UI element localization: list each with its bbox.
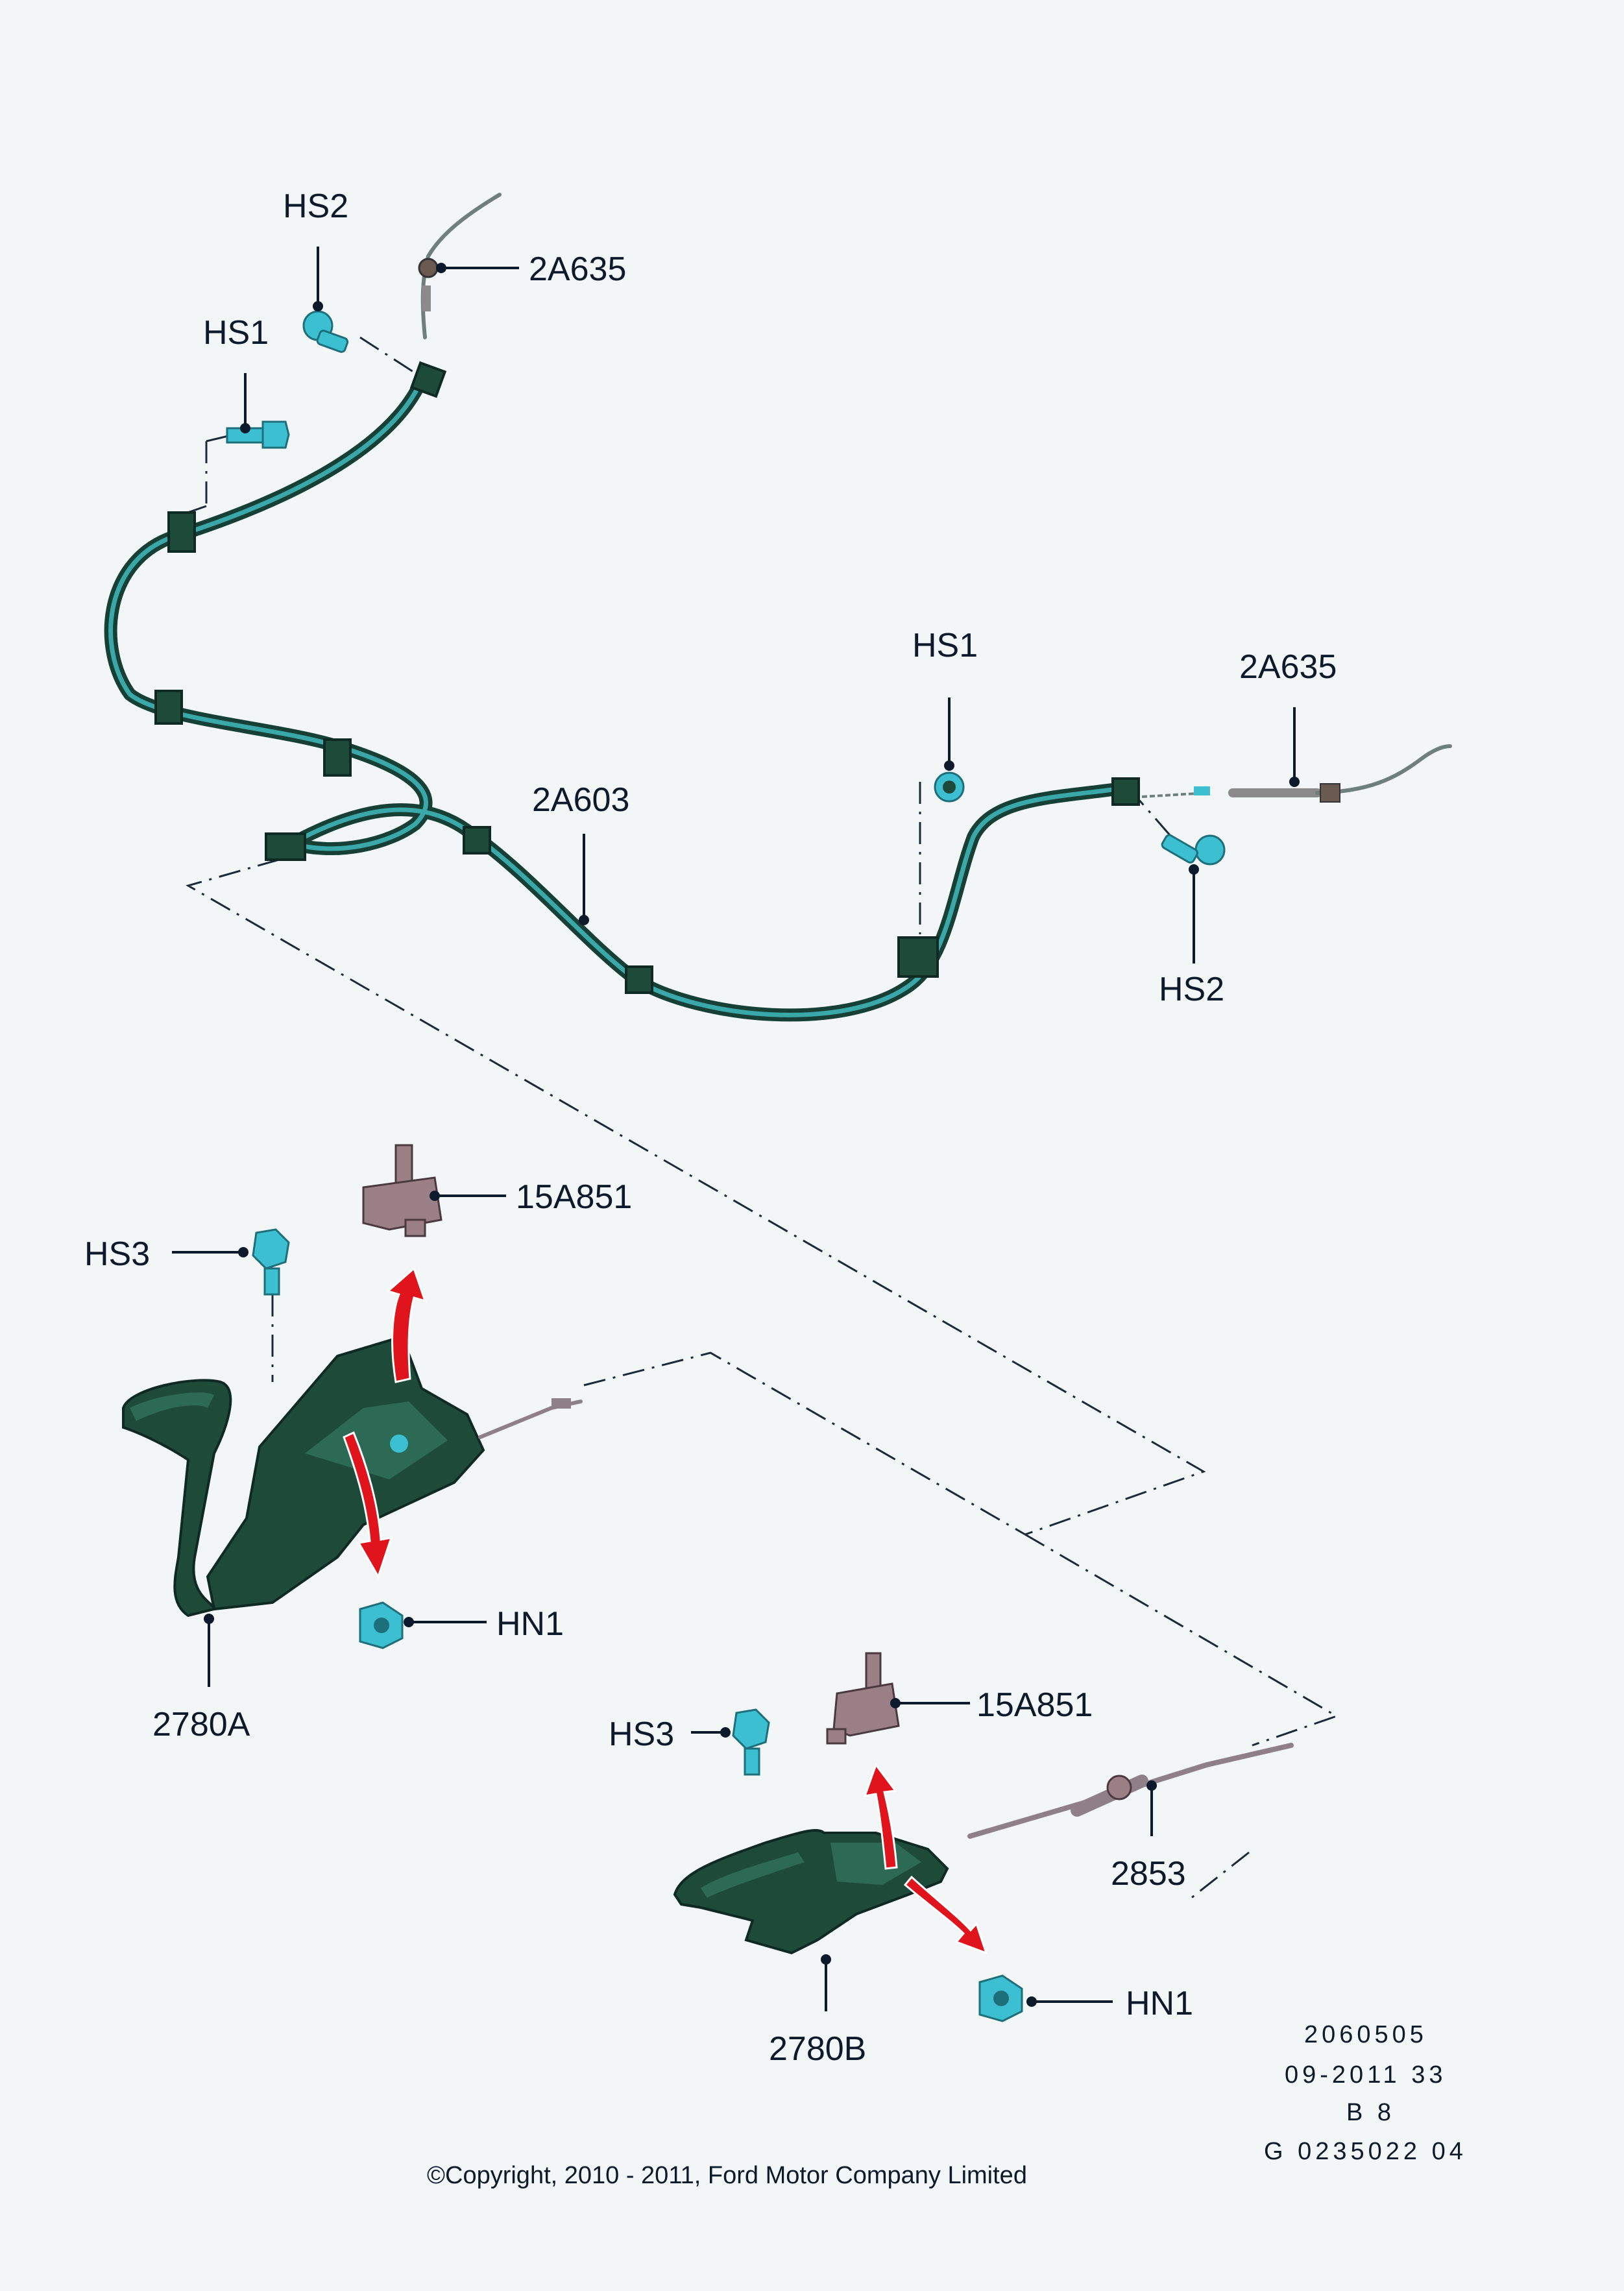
red-arrow-icon bbox=[385, 1267, 427, 1383]
reference-code-block: 2060505 09-2011 33 B 8 G 0235022 04 bbox=[1264, 2021, 1467, 2165]
label-15a851-a: 15A851 bbox=[516, 1178, 632, 1216]
hs3-b-bolt-icon bbox=[732, 1708, 770, 1776]
cable-2853 bbox=[967, 1743, 1294, 1839]
parking-brake-lever-2780b-icon bbox=[673, 1828, 949, 1955]
red-arrow-icon bbox=[343, 1431, 393, 1579]
hs1-top-bolt-icon bbox=[226, 420, 290, 449]
label-2a603: 2A603 bbox=[532, 781, 629, 819]
label-2780b: 2780B bbox=[769, 2030, 866, 2068]
red-arrow-icon bbox=[903, 1875, 988, 1955]
label-2853: 2853 bbox=[1111, 1855, 1186, 1893]
cable-2a635-right bbox=[1141, 744, 1452, 803]
cable-2a635-left bbox=[418, 193, 502, 339]
hs3-a-bolt-icon bbox=[252, 1228, 290, 1296]
label-hs1-top: HS1 bbox=[203, 314, 269, 352]
red-arrow-icon bbox=[863, 1762, 898, 1870]
reference-line-4: G 0235022 04 bbox=[1264, 2138, 1467, 2165]
copyright-notice: ©Copyright, 2010 - 2011, Ford Motor Comp… bbox=[427, 2162, 1027, 2189]
label-2a635-top: 2A635 bbox=[529, 250, 626, 288]
label-hs1-right: HS1 bbox=[912, 627, 978, 664]
label-hs2-right: HS2 bbox=[1159, 971, 1224, 1008]
label-hs3-b: HS3 bbox=[609, 1715, 674, 1753]
direction-arrows bbox=[343, 1267, 988, 1955]
label-hs2-top: HS2 bbox=[283, 188, 348, 225]
hn1-a-nut-icon bbox=[359, 1601, 404, 1649]
label-hn1-b: HN1 bbox=[1126, 1985, 1193, 2022]
part-labels: HS2 2A635 HS1 HS1 2A635 2A603 HS2 15A851… bbox=[84, 188, 1337, 2068]
hs2-right-bolt-icon bbox=[1161, 834, 1226, 866]
label-2a635-right: 2A635 bbox=[1239, 648, 1337, 686]
switch-15a851-b-icon bbox=[826, 1652, 900, 1745]
hs2-top-bolt-icon bbox=[302, 310, 349, 353]
cable-2a603 bbox=[104, 361, 1140, 1022]
parking-brake-lever-2780a-icon bbox=[122, 1335, 583, 1618]
reference-line-1: 2060505 bbox=[1304, 2021, 1427, 2048]
leader-lines bbox=[172, 247, 1300, 2011]
switch-15a851-a-icon bbox=[362, 1144, 442, 1237]
reference-line-3: B 8 bbox=[1346, 2099, 1395, 2126]
reference-line-2: 09-2011 33 bbox=[1285, 2061, 1446, 2089]
hn1-b-nut-icon bbox=[978, 1974, 1023, 2022]
label-hn1-a: HN1 bbox=[496, 1605, 564, 1643]
label-hs3-a: HS3 bbox=[84, 1235, 150, 1273]
hs1-right-clip-icon bbox=[934, 771, 965, 803]
label-2780a: 2780A bbox=[152, 1706, 250, 1743]
label-15a851-b: 15A851 bbox=[976, 1686, 1093, 1724]
assembly-guide-lines bbox=[178, 336, 1339, 1902]
